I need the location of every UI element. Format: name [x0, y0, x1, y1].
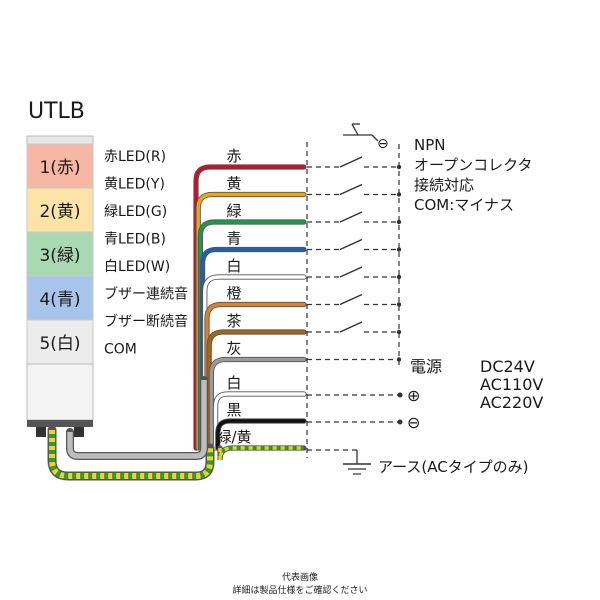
switch-network	[307, 144, 402, 365]
earth-label: アース(ACタイプのみ)	[378, 458, 529, 476]
signal-label: 赤LED(R)	[104, 149, 166, 165]
switch-minus-symbol: ⊖	[377, 136, 389, 152]
model-title: UTLB	[28, 99, 85, 124]
relay-switch-4	[307, 238, 402, 252]
tower-body	[26, 363, 94, 421]
signal-label: 白LED(W)	[104, 259, 170, 275]
earth-symbol	[307, 449, 371, 475]
signal-label: ブザー断続音	[104, 313, 188, 330]
tower-tier-1: 1(赤)	[26, 143, 94, 189]
minus-symbol: ⊖	[407, 413, 420, 432]
wire-5: 白LED(W) 白	[104, 257, 307, 451]
wire-color-label: 茶	[226, 312, 241, 330]
power-label: 電源	[410, 357, 442, 376]
wire-bundle: 赤LED(R)赤黄LED(Y)黄緑LED(G)緑青LED(B)青白LED(W)白…	[47, 147, 307, 481]
power-wire-label: 緑/黄	[216, 428, 251, 446]
wire-2: 黄LED(Y) 黄	[104, 175, 307, 451]
relay-switch-1	[307, 156, 402, 170]
power-value: AC220V	[480, 393, 543, 412]
relay-switch-6	[307, 293, 402, 307]
tier-label: 1(赤)	[39, 158, 80, 178]
tower-cap	[26, 135, 94, 145]
npn-note-line: COM:マイナス	[414, 196, 514, 214]
relay-switch-3	[307, 211, 402, 225]
wire-color-label: 青	[226, 230, 241, 248]
wire-6: ブザー連続音 橙	[104, 285, 307, 451]
tower-base	[27, 420, 93, 427]
plus-symbol: ⊕	[407, 386, 420, 405]
tower-tier-2: 2(黄)	[26, 187, 94, 233]
power-value: DC24V	[480, 357, 535, 376]
signal-label: ブザー連続音	[104, 286, 188, 303]
power-wire-3: 緑/黄	[216, 428, 307, 461]
signal-label: 青LED(B)	[104, 232, 166, 248]
signal-label: 緑LED(G)	[104, 204, 167, 220]
signal-tower: 1(赤) 2(黄) 3(緑) 4(青) 5(白)	[26, 135, 94, 437]
npn-note-line: NPN	[414, 136, 446, 154]
wire-color-label: 灰	[226, 340, 241, 358]
tier-label: 2(黄)	[39, 202, 80, 222]
signal-label: 黄LED(Y)	[104, 176, 165, 193]
cable-bundle	[47, 376, 215, 481]
wire-color-label: 緑	[226, 202, 241, 220]
wire-color-label: 黄	[226, 175, 241, 193]
tower-foot-left	[36, 427, 46, 437]
wire-color-label: 橙	[226, 285, 241, 303]
wire-3: 緑LED(G) 緑	[104, 202, 307, 451]
tier-label: 5(白)	[39, 334, 80, 354]
wire-8: COM 灰	[104, 340, 307, 451]
tower-tier-3: 3(緑)	[26, 231, 94, 277]
tower-tier-5: 5(白)	[26, 319, 94, 365]
tier-label: 3(緑)	[39, 246, 80, 266]
wire-color-label: 赤	[226, 147, 241, 165]
power-terminals: ⊕ ⊖	[307, 386, 420, 432]
tower-tier-4: 4(青)	[26, 275, 94, 321]
power-wire-1: 白	[213, 374, 307, 451]
wire-4: 青LED(B) 青	[104, 230, 307, 451]
signal-label: COM	[104, 342, 137, 358]
wire-color-label: 白	[226, 257, 241, 275]
wire-7: ブザー断続音 茶	[104, 312, 307, 451]
footer-line-2: 詳細は製品仕様をご確認ください	[232, 584, 367, 596]
power-wire-label: 黒	[226, 401, 241, 419]
tier-label: 4(青)	[39, 290, 80, 310]
wire-1: 赤LED(R) 赤	[104, 147, 307, 451]
power-wire-2: 黒	[215, 401, 307, 451]
com-node	[396, 357, 402, 362]
relay-switch-7	[307, 321, 402, 335]
power-value: AC110V	[480, 375, 543, 394]
npn-note-line: 接続対応	[414, 176, 474, 194]
relay-switch-5	[307, 266, 402, 280]
power-wire-label: 白	[226, 374, 241, 392]
npn-note-line: オープンコレクタ	[414, 156, 533, 174]
npn-switch-symbol: ⊖	[343, 123, 389, 152]
relay-switch-2	[307, 183, 402, 197]
tower-foot-right	[74, 427, 84, 437]
footer-line-1: 代表画像	[282, 571, 318, 583]
